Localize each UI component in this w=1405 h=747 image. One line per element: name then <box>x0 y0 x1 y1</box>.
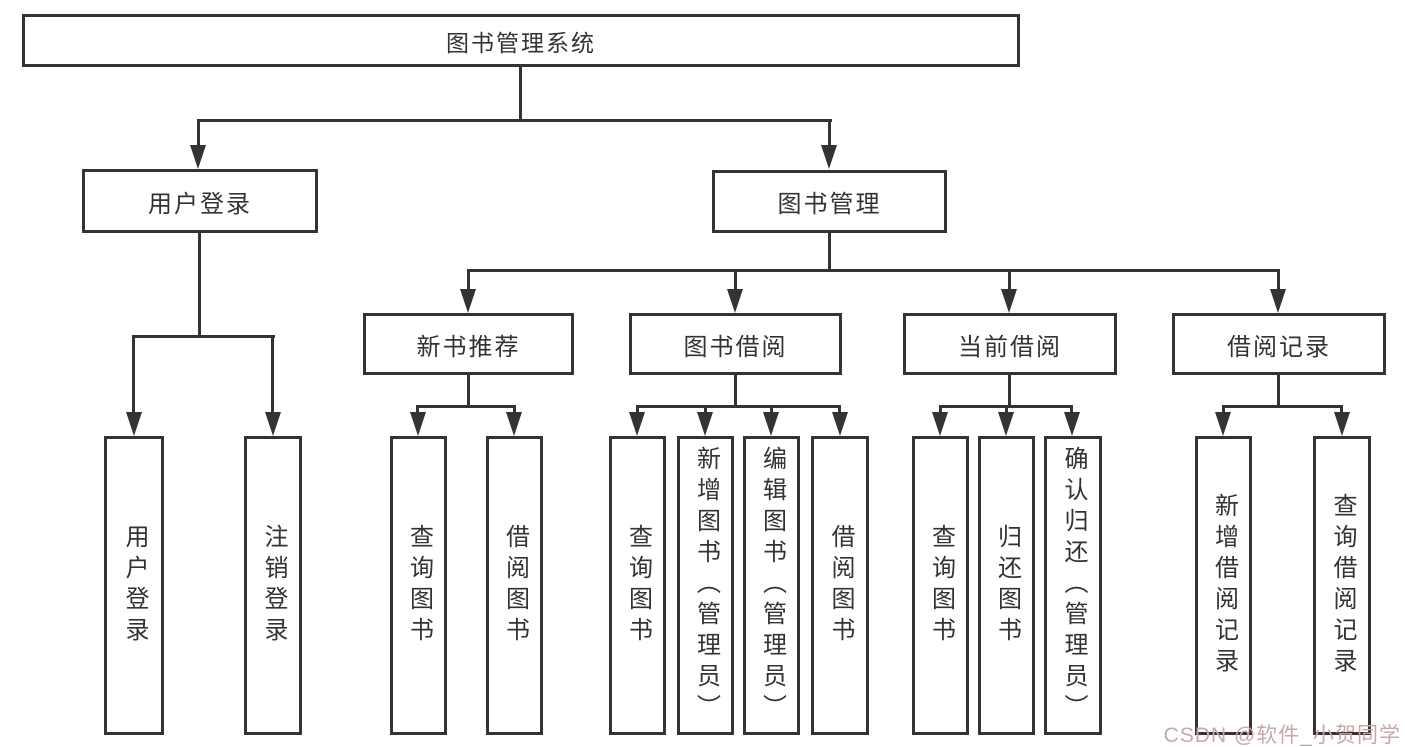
connector-userlogin-span <box>132 335 275 338</box>
leaf-user-login-label: 用户登录 <box>121 523 148 648</box>
arrow-to-rec-query <box>1334 412 1350 436</box>
leaf-rec-add-record: 新增借阅记录 <box>1195 436 1252 735</box>
arrow-to-bb-borrow <box>832 412 848 436</box>
arrow-to-book-borrow <box>727 289 743 313</box>
node-root-label: 图书管理系统 <box>446 29 596 56</box>
connector-userlogin-drop <box>197 119 200 151</box>
node-current-borrow-label: 当前借阅 <box>958 333 1062 361</box>
node-current-borrow: 当前借阅 <box>903 313 1117 375</box>
connector-currentborrow-drop <box>1008 269 1011 293</box>
leaf-rec-add-record-label: 新增借阅记录 <box>1210 492 1238 679</box>
leaf-cb-return-books-label: 归还图书 <box>993 523 1021 648</box>
leaf-nb-query-books-label: 查询图书 <box>405 523 433 648</box>
leaf-cb-confirm-return-admin-label: 确认归还（管理员） <box>1060 446 1087 725</box>
leaf-bb-edit-books-admin: 编辑图书（管理员） <box>743 436 800 735</box>
leaf-cb-return-books: 归还图书 <box>978 436 1035 735</box>
arrow-to-borrow-records <box>1270 289 1286 313</box>
connector-records-stem <box>1277 375 1280 407</box>
leaf-logout: 注销登录 <box>244 436 302 735</box>
node-book-borrow: 图书借阅 <box>629 313 842 375</box>
leaf-bb-query-books-label: 查询图书 <box>624 523 652 648</box>
leaf-cb-query-books-label: 查询图书 <box>927 523 955 648</box>
connector-rec-add-drop <box>1222 405 1225 417</box>
connector-newbooks-span <box>416 405 516 408</box>
arrow-to-nb-borrow <box>506 412 522 436</box>
arrow-to-bb-add <box>697 412 713 436</box>
connector-records-span <box>1222 405 1343 408</box>
connector-newbooks-stem <box>467 375 470 407</box>
node-new-books: 新书推荐 <box>363 313 574 375</box>
connector-records-drop <box>1277 269 1280 293</box>
leaf-cb-query-books: 查询图书 <box>912 436 969 735</box>
connector-cb-query-drop <box>939 405 942 417</box>
leaf-rec-query-record: 查询借阅记录 <box>1313 436 1371 735</box>
leaf-bb-query-books: 查询图书 <box>609 436 666 735</box>
node-user-login: 用户登录 <box>82 169 318 233</box>
connector-bb-query-drop <box>636 405 639 417</box>
connector-nb-borrow-drop <box>513 405 516 417</box>
arrow-to-leaf-logout <box>265 412 281 436</box>
arrow-to-rec-add <box>1215 412 1231 436</box>
node-borrow-records-label: 借阅记录 <box>1227 333 1331 361</box>
connector-userlogin-stem <box>198 233 201 337</box>
connector-bookborrow-stem <box>734 375 737 407</box>
arrow-to-bb-edit <box>763 412 779 436</box>
node-book-mgmt-label: 图书管理 <box>777 191 882 218</box>
leaf-bb-edit-books-admin-label: 编辑图书（管理员） <box>758 446 786 725</box>
arrow-to-cb-return <box>998 412 1014 436</box>
node-root-system: 图书管理系统 <box>22 14 1020 67</box>
connector-leaf-logout-drop <box>271 335 274 415</box>
connector-cb-return-drop <box>1005 405 1008 417</box>
connector-bookmgmt-span <box>467 269 1280 272</box>
connector-bookmgmt-stem <box>828 233 831 271</box>
leaf-nb-query-books: 查询图书 <box>390 436 447 735</box>
leaf-nb-borrow-books-label: 借阅图书 <box>501 523 529 648</box>
csdn-watermark: CSDN @软件_小贺同学 <box>1163 724 1401 747</box>
arrow-to-book-mgmt <box>821 145 837 169</box>
node-book-borrow-label: 图书借阅 <box>683 333 788 361</box>
arrow-to-cb-query <box>932 412 948 436</box>
node-borrow-records: 借阅记录 <box>1172 313 1386 375</box>
connector-root-stem <box>519 67 522 120</box>
leaf-logout-label: 注销登录 <box>260 523 287 648</box>
arrow-to-bb-query <box>629 412 645 436</box>
connector-bb-borrow-drop <box>838 405 841 417</box>
connector-bb-add-drop <box>704 405 707 417</box>
leaf-bb-add-books-admin: 新增图书（管理员） <box>677 436 734 735</box>
arrow-to-current-borrow <box>1001 289 1017 313</box>
leaf-nb-borrow-books: 借阅图书 <box>486 436 543 735</box>
connector-bookmgmt-drop <box>828 119 831 151</box>
node-user-login-label: 用户登录 <box>148 190 252 218</box>
leaf-bb-add-books-admin-label: 新增图书（管理员） <box>692 446 720 725</box>
arrow-to-user-login <box>190 145 206 169</box>
connector-leaf-userlogin-drop <box>132 335 135 415</box>
connector-bookborrow-drop <box>734 269 737 293</box>
arrow-to-leaf-user-login <box>126 412 142 436</box>
connector-newbooks-drop <box>467 269 470 293</box>
connector-cb-confirm-drop <box>1070 405 1073 417</box>
connector-rec-query-drop <box>1340 405 1343 417</box>
leaf-bb-borrow-books: 借阅图书 <box>811 436 869 735</box>
connector-root-span <box>197 119 832 122</box>
connector-bb-edit-drop <box>770 405 773 417</box>
node-book-mgmt: 图书管理 <box>712 170 947 233</box>
node-new-books-label: 新书推荐 <box>416 333 521 361</box>
leaf-user-login: 用户登录 <box>104 436 164 735</box>
connector-nb-query-drop <box>416 405 419 417</box>
leaf-bb-borrow-books-label: 借阅图书 <box>827 523 854 648</box>
arrow-to-cb-confirm <box>1064 412 1080 436</box>
connector-bookborrow-span <box>636 405 841 408</box>
leaf-rec-query-record-label: 查询借阅记录 <box>1329 492 1356 679</box>
arrow-to-nb-query <box>410 412 426 436</box>
arrow-to-new-books <box>460 289 476 313</box>
connector-currentborrow-stem <box>1008 375 1011 407</box>
leaf-cb-confirm-return-admin: 确认归还（管理员） <box>1044 436 1102 735</box>
